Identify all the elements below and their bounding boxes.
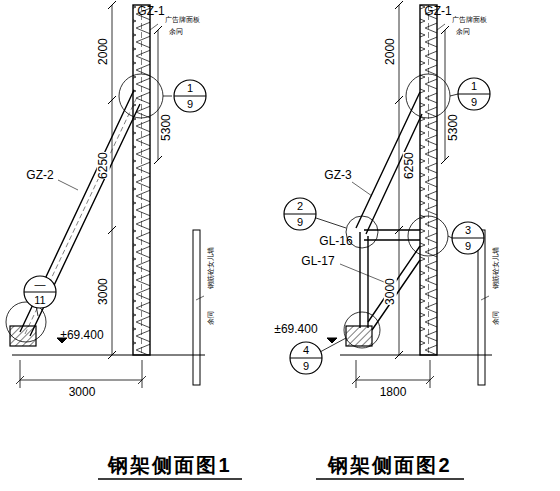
callout-number: 1 (457, 81, 491, 92)
dimension: 6250 (402, 153, 415, 180)
dimension: 2000 (383, 39, 396, 66)
callout-number: 2 (283, 201, 317, 212)
callout-number: 9 (289, 361, 323, 372)
callout-number: 4 (289, 345, 323, 356)
parapet-wall (478, 230, 485, 385)
beam-gl16 (364, 230, 420, 240)
post (360, 232, 368, 328)
dimension: 3000 (383, 279, 396, 306)
part-name: GL-17 (301, 255, 334, 268)
callout-number: 9 (173, 99, 207, 110)
dimension: 2000 (96, 39, 109, 66)
base-block (10, 326, 36, 346)
brace-gz2 (20, 90, 140, 336)
note: 余同 (492, 311, 500, 325)
part-name: GL-16 (319, 235, 352, 248)
dimension: 1800 (380, 386, 407, 399)
part-name: GZ-3 (324, 169, 351, 182)
parapet-wall (193, 230, 200, 385)
callout-number: 9 (457, 97, 491, 108)
dimension: 5300 (159, 115, 172, 142)
callout-number: 9 (283, 217, 317, 228)
detail-callout: 19 (173, 79, 207, 113)
detail-callout: — 11 (23, 275, 57, 309)
brace-gl17 (368, 246, 420, 330)
note: 余同 (207, 311, 215, 325)
part-name: GZ-1 (424, 5, 451, 18)
dimension: 6250 (96, 153, 109, 180)
callout-number: 3 (451, 225, 485, 236)
note: 余同 (169, 28, 183, 36)
column-gz1 (420, 5, 437, 355)
dimension: 3000 (69, 386, 96, 399)
brace-gz3 (356, 92, 422, 234)
note: 余同 (456, 28, 470, 36)
callout-number: 9 (451, 241, 485, 252)
detail-callout: 19 (457, 77, 491, 111)
detail-callout: 49 (289, 341, 323, 375)
detail-callout: 39 (451, 221, 485, 255)
callout-number: 11 (23, 295, 57, 306)
callout-number: — (23, 279, 57, 290)
callout-number: 1 (173, 83, 207, 94)
drawing-title: 钢架侧面图2 (328, 454, 451, 476)
part-name: GZ-1 (137, 5, 164, 18)
column-gz1 (133, 5, 150, 355)
elevation: ±69.400 (274, 323, 317, 336)
note: 钢筋砼女儿墙 (492, 247, 500, 289)
drawing-title: 钢架侧面图1 (108, 454, 231, 476)
elevation: ±69.400 (60, 329, 103, 342)
dimension: 3000 (96, 279, 109, 306)
note: 钢筋砼女儿墙 (207, 247, 215, 289)
note: 广告牌面板 (452, 16, 487, 24)
detail-callout: 29 (283, 197, 317, 231)
dimension: 5300 (446, 115, 459, 142)
part-name: GZ-2 (26, 169, 53, 182)
note: 广告牌面板 (165, 16, 200, 24)
